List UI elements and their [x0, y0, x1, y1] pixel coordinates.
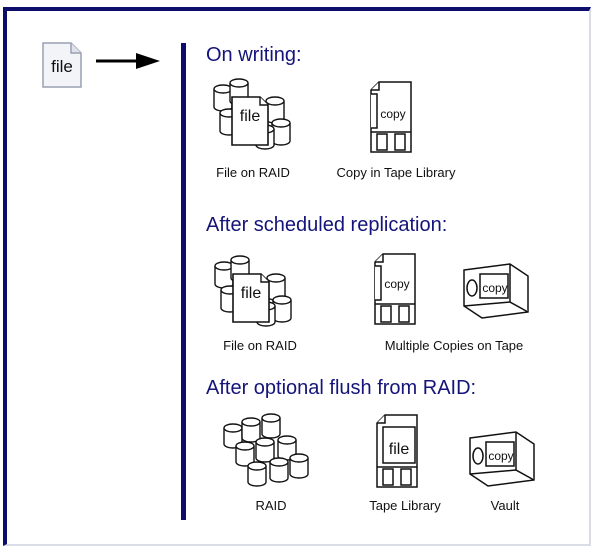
- tape-file-label: file: [389, 441, 410, 458]
- tape-cartridge-sideways-icon: copy: [454, 262, 532, 320]
- file-document-label: file: [51, 57, 73, 76]
- raid-file-label: file: [240, 108, 261, 125]
- tape-cartridge-icon: copy: [373, 252, 417, 326]
- tape-copy-label: copy: [482, 281, 507, 295]
- section-divider: [181, 43, 186, 520]
- raid-disks-with-file-icon: file: [209, 255, 299, 328]
- heading-on-writing: On writing:: [206, 44, 302, 66]
- label-vault: Vault: [490, 498, 520, 513]
- label-multiple-copies-on-tape: Multiple Copies on Tape: [384, 338, 524, 353]
- label-raid: RAID: [255, 498, 287, 513]
- tape-cartridge-sideways-icon: copy: [460, 430, 538, 488]
- tape-cartridge-icon: file: [375, 413, 419, 489]
- tape-copy-label: copy: [380, 107, 405, 121]
- label-copy-in-tape-library: Copy in Tape Library: [336, 165, 456, 180]
- heading-after-optional-flush: After optional flush from RAID:: [206, 377, 477, 399]
- raid-disks-icon: [220, 413, 312, 490]
- label-file-on-raid: File on RAID: [223, 338, 297, 353]
- diagram-frame: [3, 7, 591, 546]
- heading-after-scheduled-replication: After scheduled replication:: [206, 214, 448, 236]
- file-document-icon: file: [41, 41, 83, 89]
- raid-file-label: file: [241, 285, 262, 302]
- vault-copy-label: copy: [488, 449, 513, 463]
- tape-cartridge-icon: copy: [369, 80, 413, 154]
- label-tape-library: Tape Library: [369, 498, 441, 513]
- label-file-on-raid: File on RAID: [216, 165, 290, 180]
- tape-copy-label: copy: [384, 277, 409, 291]
- raid-disks-with-file-icon: file: [208, 78, 298, 151]
- right-arrow-icon: [96, 52, 162, 70]
